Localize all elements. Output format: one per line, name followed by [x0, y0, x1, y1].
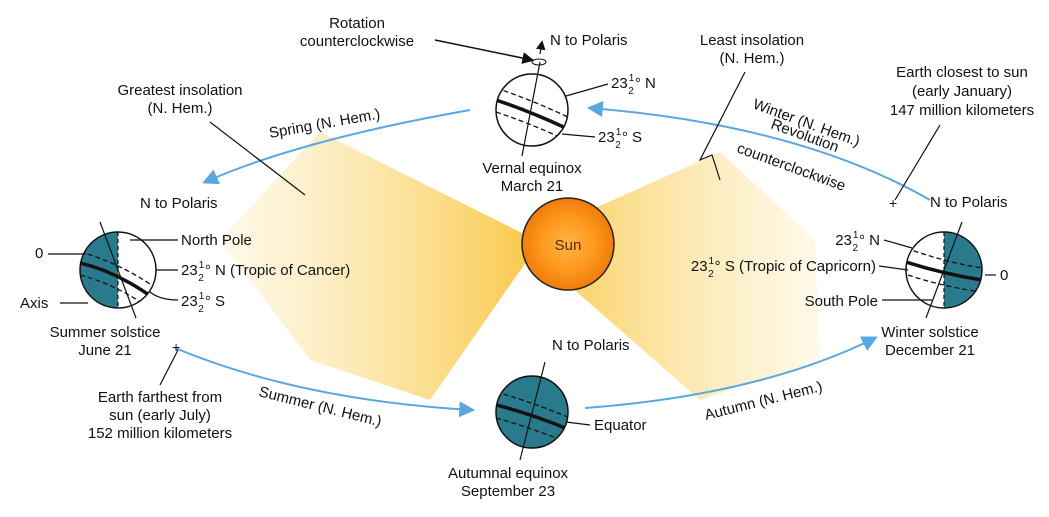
winter-lat-n-value: 23 [835, 232, 852, 249]
winter-solstice-date: December 21 [885, 342, 975, 359]
vernal-lat-n-value: 23 [611, 75, 628, 92]
winter-lat-s-value: 23 [691, 258, 708, 275]
summer-axis-label: Axis [20, 295, 48, 312]
sun [521, 197, 615, 291]
vernal-equinox-date: March 21 [501, 178, 564, 195]
closest-label-2: (early January) [912, 83, 1012, 100]
greatest-insolation-label-2: (N. Hem.) [148, 100, 213, 117]
closest-label-1: Earth closest to sun [896, 64, 1028, 81]
farthest-label-3: 152 million kilometers [88, 425, 232, 442]
winter-south-pole-label: South Pole [805, 293, 878, 310]
earth-summer-solstice [79, 221, 157, 319]
least-insolation-label-2: (N. Hem.) [720, 50, 785, 67]
farthest-label-1: Earth farthest from [98, 389, 222, 406]
vernal-equinox-title: Vernal equinox [482, 160, 582, 177]
earth-winter-solstice [905, 221, 983, 319]
earth-autumnal-equinox [495, 361, 569, 461]
orbit-arrow-spring [202, 109, 471, 185]
greatest-insolation-label-1: Greatest insolation [117, 82, 242, 99]
closest-marker: + [889, 195, 897, 211]
vernal-rotation-label-2: counterclockwise [300, 33, 414, 50]
vernal-rotation-label-1: Rotation [329, 15, 385, 32]
orbit-arrow-winter [586, 101, 931, 201]
vernal-lat-s-value: 23 [598, 129, 615, 146]
sun-label: Sun [555, 237, 582, 254]
autumnal-equator-label: Equator [594, 417, 647, 434]
earth-vernal-equinox [495, 40, 569, 157]
closest-label-3: 147 million kilometers [890, 102, 1034, 119]
orbit-arrow-autumn [584, 336, 878, 409]
summer-solstice-title: Summer solstice [50, 324, 161, 341]
winter-solstice-title: Winter solstice [881, 324, 979, 341]
summer-lat-s-value: 23 [181, 293, 198, 310]
summer-lat-n-value: 23 [181, 262, 198, 279]
orbit-arrow-summer [174, 347, 476, 418]
winter-polaris-label: N to Polaris [930, 194, 1008, 211]
summer-polaris-label: N to Polaris [140, 195, 218, 212]
summer-solstice-date: June 21 [78, 342, 131, 359]
summer-north-pole-label: North Pole [181, 232, 252, 249]
autumnal-polaris-label: N to Polaris [552, 337, 630, 354]
autumnal-equinox-title: Autumnal equinox [448, 465, 569, 482]
vernal-polaris-label: N to Polaris [550, 32, 628, 49]
summer-zero-label: 0 [35, 245, 43, 262]
farthest-label-2: sun (early July) [109, 407, 211, 424]
sunlight-beam-left [220, 132, 540, 400]
winter-zero-label: 0 [1000, 267, 1008, 284]
farthest-marker: + [172, 339, 180, 355]
autumnal-equinox-date: September 23 [461, 483, 555, 500]
least-insolation-label-1: Least insolation [700, 32, 804, 49]
